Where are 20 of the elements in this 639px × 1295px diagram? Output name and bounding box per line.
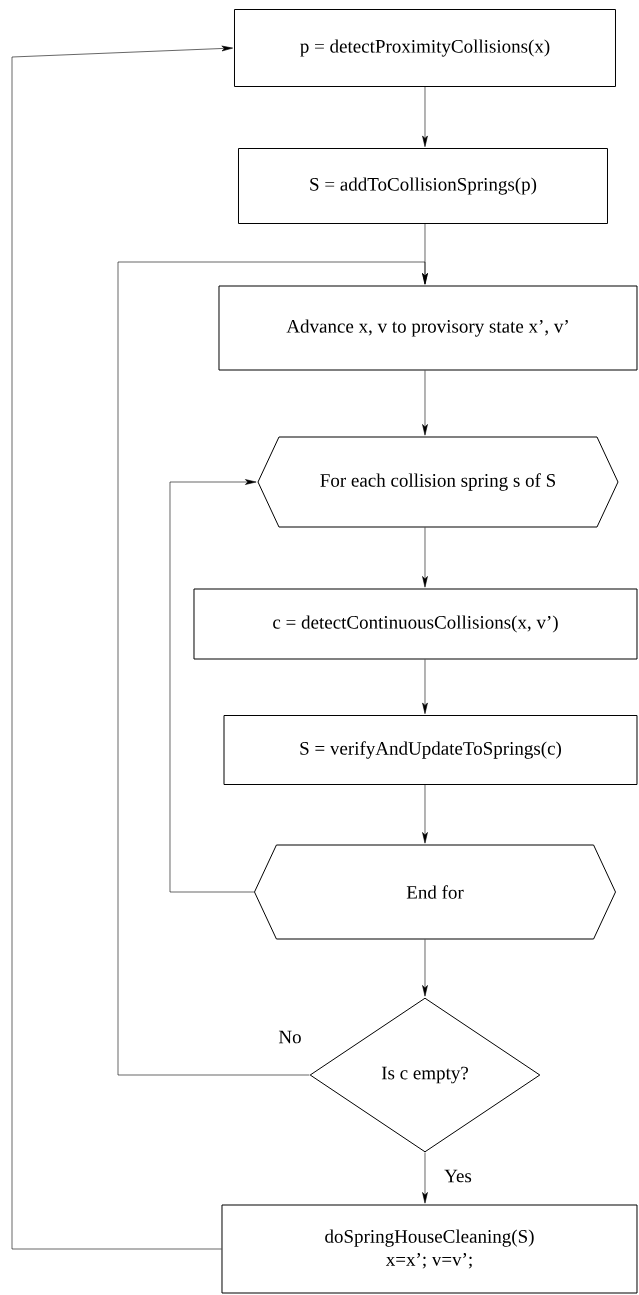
process-box: p = detectProximityCollisions(x) bbox=[234, 9, 616, 87]
process-box: doSpringHouseCleaning(S) x=x’; v=v’; bbox=[221, 1204, 638, 1294]
arrow bbox=[117, 261, 428, 1076]
arrow bbox=[422, 86, 428, 147]
arrow bbox=[422, 784, 428, 844]
process-box: Advance x, v to provisory state x’, v’ bbox=[218, 285, 638, 371]
loop-hexagon: End for bbox=[254, 844, 616, 940]
loop-hexagon: For each collision spring s of S bbox=[257, 436, 619, 528]
arrow bbox=[422, 370, 428, 436]
arrow bbox=[422, 659, 428, 714]
process-box: S = addToCollisionSprings(p) bbox=[238, 148, 608, 224]
arrow bbox=[422, 527, 428, 588]
process-box: S = verifyAndUpdateToSprings(c) bbox=[223, 715, 638, 785]
edge-label: Yes bbox=[443, 1168, 473, 1184]
arrow bbox=[169, 479, 257, 893]
process-box: c = detectContinuousCollisions(x, v’) bbox=[193, 588, 638, 660]
edge-label: No bbox=[277, 1029, 303, 1045]
arrow bbox=[422, 1152, 428, 1204]
arrow bbox=[11, 45, 233, 1250]
arrow bbox=[422, 939, 428, 997]
